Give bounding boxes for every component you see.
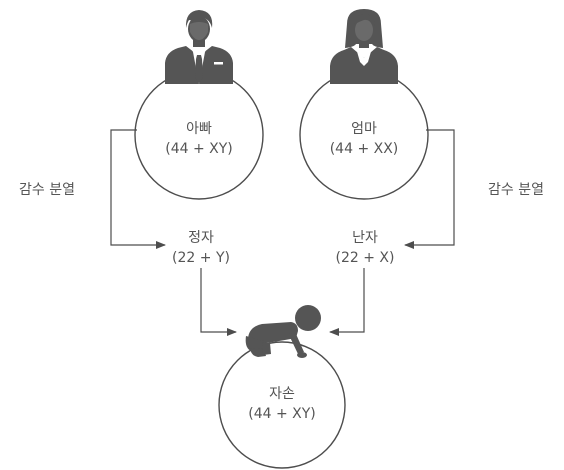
child-label: 자손 (44 + XY) [242, 384, 322, 424]
mother-label: 엄마 (44 + XX) [324, 119, 404, 159]
meiosis-right-label: 감수 분열 [488, 182, 544, 198]
sperm-title: 정자 [188, 230, 214, 246]
mother-to-egg-arrow [404, 129, 455, 249]
egg-label: 난자 (22 + X) [325, 228, 405, 268]
mother-title: 엄마 [351, 121, 377, 137]
egg-title: 난자 [352, 230, 378, 246]
father-label: 아빠 (44 + XY) [159, 119, 239, 159]
child-circle [218, 341, 346, 469]
egg-chromosomes: (22 + X) [335, 250, 395, 266]
egg-to-child-arrow [329, 268, 365, 336]
sperm-to-child-arrow [200, 268, 237, 336]
child-title: 자손 [269, 386, 295, 402]
woman-icon [330, 9, 398, 84]
sperm-label: 정자 (22 + Y) [161, 228, 241, 268]
man-icon [165, 10, 233, 84]
mother-chromosomes: (44 + XX) [329, 141, 399, 157]
meiosis-left-label: 감수 분열 [19, 182, 75, 198]
father-to-sperm-arrow [110, 129, 166, 249]
crawling-baby-icon [245, 305, 321, 358]
child-chromosomes: (44 + XY) [248, 406, 316, 422]
father-title: 아빠 [186, 121, 212, 137]
father-chromosomes: (44 + XY) [165, 141, 233, 157]
sperm-chromosomes: (22 + Y) [172, 250, 230, 266]
